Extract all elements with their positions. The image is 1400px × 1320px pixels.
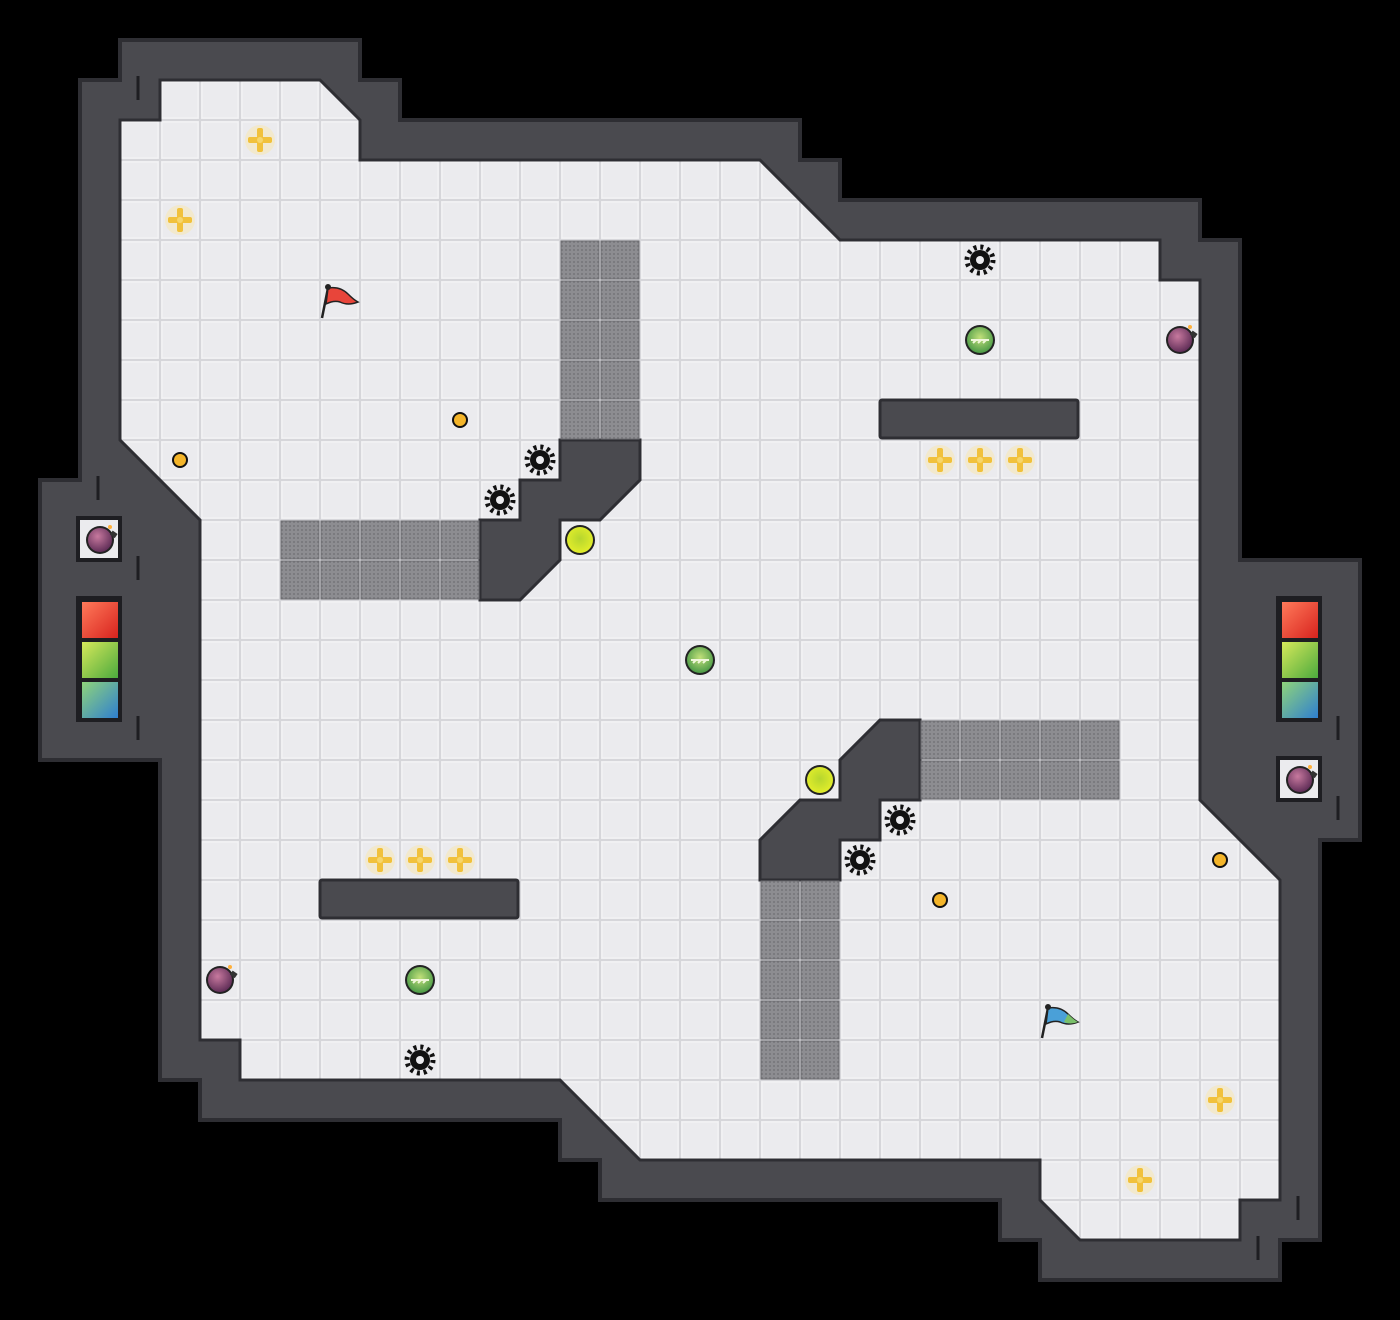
gate-tile xyxy=(1040,720,1080,760)
gate-tile xyxy=(960,720,1000,760)
gate-tile xyxy=(1000,720,1040,760)
powerup-icon[interactable] xyxy=(404,964,436,996)
gate-tile xyxy=(600,320,640,360)
gate-tile xyxy=(800,880,840,920)
gate-tile xyxy=(600,360,640,400)
gate-tile xyxy=(280,520,320,560)
blue-flag-icon[interactable] xyxy=(1040,1004,1080,1039)
right-team-panel xyxy=(1276,596,1322,802)
boost-icon xyxy=(365,845,395,875)
gate-tile xyxy=(800,960,840,1000)
boost-icon xyxy=(405,845,435,875)
gate-tile xyxy=(1080,720,1120,760)
gate-tile xyxy=(320,520,360,560)
gate-tile xyxy=(400,560,440,600)
gate-tile xyxy=(280,560,320,600)
gate-tile xyxy=(440,520,480,560)
boost-icon xyxy=(165,205,195,235)
gate-tile xyxy=(360,560,400,600)
coin-icon xyxy=(932,892,948,908)
boost-icon xyxy=(965,445,995,475)
gate-tile xyxy=(560,360,600,400)
yellow-ball-icon[interactable] xyxy=(805,765,835,795)
boost-icon xyxy=(445,845,475,875)
boost-icon xyxy=(1125,1165,1155,1195)
gate-tile xyxy=(920,760,960,800)
gate-tile xyxy=(1080,760,1120,800)
gate-tile xyxy=(400,520,440,560)
coin-icon xyxy=(1212,852,1228,868)
gate-tile xyxy=(440,560,480,600)
gate-tile xyxy=(600,400,640,440)
gate-tile xyxy=(560,400,600,440)
gate-tile xyxy=(560,240,600,280)
gate-tile xyxy=(560,320,600,360)
gate-tile xyxy=(800,920,840,960)
gate-tiles xyxy=(280,240,1120,1080)
gate-tile xyxy=(360,520,400,560)
gate-tile xyxy=(760,880,800,920)
gate-tile xyxy=(760,1000,800,1040)
coin-icon xyxy=(172,452,188,468)
gate-tile xyxy=(1000,760,1040,800)
red-flag-icon[interactable] xyxy=(320,284,360,319)
gate-tile xyxy=(760,960,800,1000)
boost-icon xyxy=(245,125,275,155)
yellow-ball-icon[interactable] xyxy=(565,525,595,555)
boost-icon xyxy=(1205,1085,1235,1115)
gate-tile xyxy=(600,280,640,320)
gate-tile xyxy=(600,240,640,280)
gate-tile xyxy=(960,760,1000,800)
gate-tile xyxy=(800,1040,840,1080)
boost-icon xyxy=(925,445,955,475)
powerup-icon[interactable] xyxy=(684,644,716,676)
gate-tile xyxy=(760,920,800,960)
gate-tile xyxy=(760,1040,800,1080)
gate-tile xyxy=(1040,760,1080,800)
inner-walls xyxy=(318,398,1080,920)
gate-tile xyxy=(560,280,600,320)
coin-icon xyxy=(452,412,468,428)
powerup-icon[interactable] xyxy=(964,324,996,356)
gate-tile xyxy=(800,1000,840,1040)
gate-tile xyxy=(920,720,960,760)
boost-icon xyxy=(1005,445,1035,475)
gate-tile xyxy=(320,560,360,600)
